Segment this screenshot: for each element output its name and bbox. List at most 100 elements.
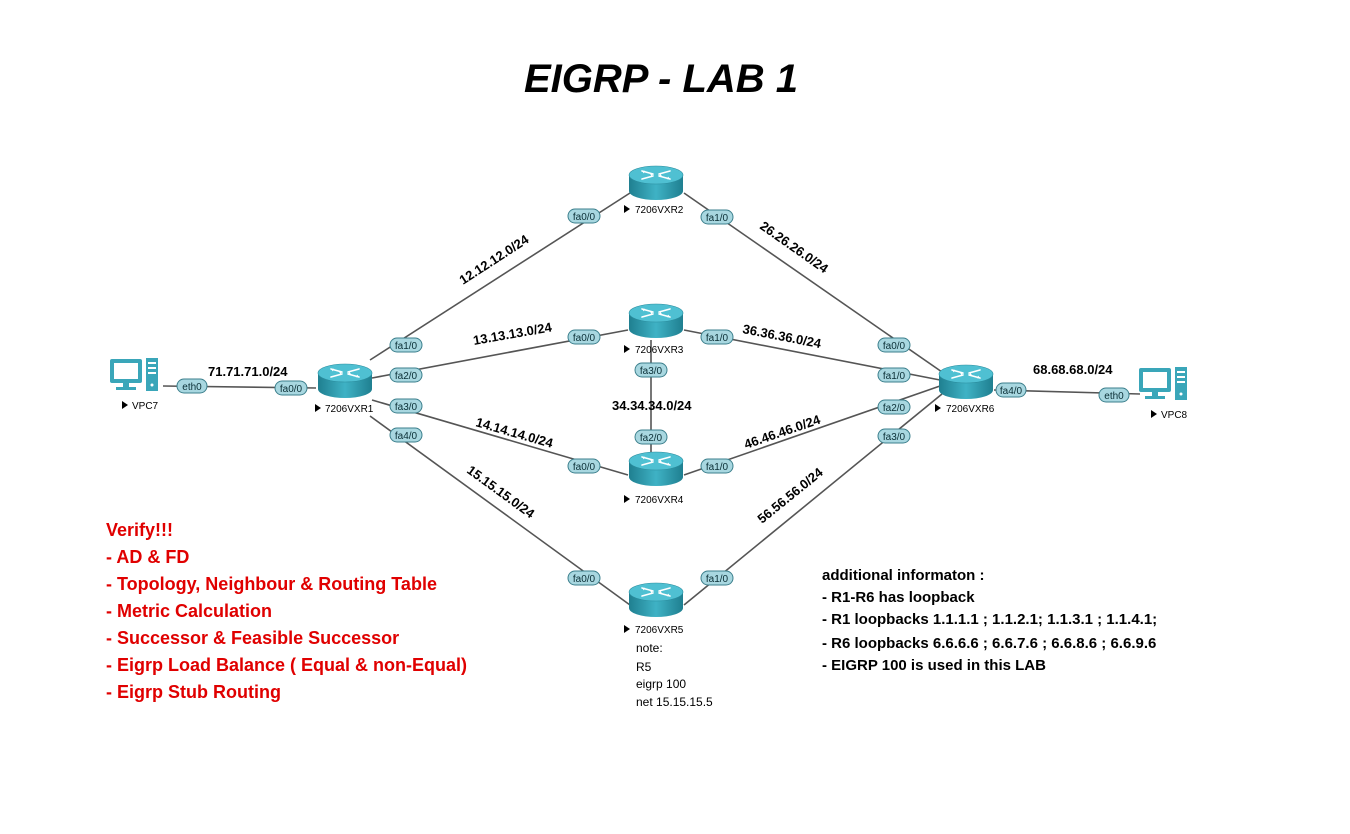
port-r4-fa1-0[interactable]: fa1/0 — [700, 458, 734, 474]
subnet-label-vpc7-r1: 71.71.71.0/24 — [208, 364, 288, 379]
router-icon — [628, 165, 684, 201]
svg-text:fa0/0: fa0/0 — [280, 384, 303, 395]
port-r6-fa4-0[interactable]: fa4/0 — [995, 382, 1027, 398]
port-r1-fa0-0[interactable]: fa0/0 — [274, 380, 308, 396]
port-r5-fa0-0[interactable]: fa0/0 — [567, 570, 601, 586]
port-r4-fa2-0[interactable]: fa2/0 — [634, 429, 668, 445]
additional-info: additional informaton : - R1-R6 has loop… — [822, 567, 1157, 674]
subnet-label-r1-r3: 13.13.13.0/24 — [472, 319, 554, 348]
svg-text:fa0/0: fa0/0 — [573, 574, 596, 585]
routers: 7206VXR1 7206VXR2 7206VXR3 7206VXR4 7206… — [315, 165, 995, 636]
router-label: 7206VXR4 — [635, 495, 684, 506]
svg-text:fa3/0: fa3/0 — [395, 402, 418, 413]
subnet-label-r2-r6: 26.26.26.0/24 — [757, 218, 831, 276]
svg-text:fa3/0: fa3/0 — [883, 432, 906, 443]
play-triangle-icon — [122, 401, 128, 409]
host-label: VPC8 — [1161, 410, 1188, 421]
play-triangle-icon — [315, 404, 321, 412]
svg-text:fa3/0: fa3/0 — [640, 366, 663, 377]
port-r5-fa1-0[interactable]: fa1/0 — [700, 570, 734, 586]
port-r2-fa1-0[interactable]: fa1/0 — [700, 209, 734, 225]
router-label: 7206VXR6 — [946, 404, 995, 415]
svg-text:fa0/0: fa0/0 — [573, 212, 596, 223]
router-r5[interactable]: 7206VXR5 — [624, 582, 684, 636]
port-r1-fa3-0[interactable]: fa3/0 — [389, 398, 423, 414]
port-r6-fa0-0[interactable]: fa0/0 — [877, 337, 911, 353]
svg-text:fa1/0: fa1/0 — [706, 574, 729, 585]
svg-text:fa4/0: fa4/0 — [395, 431, 418, 442]
svg-text:fa1/0: fa1/0 — [706, 213, 729, 224]
ports: eth0 fa0/0 fa1/0 fa0/0 fa2/0 fa0/0 fa3/0… — [176, 208, 1130, 586]
router-r2[interactable]: 7206VXR2 — [624, 165, 684, 216]
verify-item: - Successor & Feasible Successor — [106, 628, 399, 648]
svg-text:fa2/0: fa2/0 — [395, 371, 418, 382]
play-triangle-icon — [624, 625, 630, 633]
r5-note: note: R5 eigrp 100 net 15.15.15.5 — [636, 641, 713, 709]
host-vpc8[interactable]: VPC8 — [1139, 367, 1188, 421]
router-label: 7206VXR2 — [635, 205, 684, 216]
port-r1-fa2-0[interactable]: fa2/0 — [389, 367, 423, 383]
router-r6[interactable]: 7206VXR6 — [935, 364, 995, 415]
port-r4-fa0-0[interactable]: fa0/0 — [567, 458, 601, 474]
computer-icon — [110, 358, 158, 391]
svg-text:eth0: eth0 — [182, 382, 202, 393]
port-vpc8-eth0[interactable]: eth0 — [1098, 387, 1130, 403]
router-icon — [317, 363, 373, 399]
info-heading: additional informaton : — [822, 567, 985, 584]
host-vpc7[interactable]: VPC7 — [110, 358, 159, 412]
note-line: note: — [636, 641, 663, 655]
play-triangle-icon — [624, 205, 630, 213]
router-r1[interactable]: 7206VXR1 — [315, 363, 374, 415]
router-icon — [628, 303, 684, 339]
port-r3-fa1-0[interactable]: fa1/0 — [700, 329, 734, 345]
info-item: - EIGRP 100 is used in this LAB — [822, 657, 1046, 674]
play-triangle-icon — [935, 404, 941, 412]
verify-list: Verify!!! - AD & FD - Topology, Neighbou… — [106, 520, 467, 702]
verify-item: - Eigrp Stub Routing — [106, 682, 281, 702]
info-item: - R1 loopbacks 1.1.1.1 ; 1.1.2.1; 1.1.3.… — [822, 611, 1157, 628]
info-item: - R1-R6 has loopback — [822, 589, 975, 606]
note-line: net 15.15.15.5 — [636, 695, 713, 709]
play-triangle-icon — [624, 345, 630, 353]
port-r6-fa2-0[interactable]: fa2/0 — [877, 399, 911, 415]
svg-text:fa0/0: fa0/0 — [883, 341, 906, 352]
router-icon — [628, 451, 684, 487]
port-r1-fa4-0[interactable]: fa4/0 — [389, 427, 423, 443]
verify-item: - Eigrp Load Balance ( Equal & non-Equal… — [106, 655, 467, 675]
port-vpc7-eth0[interactable]: eth0 — [176, 378, 208, 394]
svg-text:fa4/0: fa4/0 — [1000, 386, 1023, 397]
play-triangle-icon — [624, 495, 630, 503]
verify-item: - Topology, Neighbour & Routing Table — [106, 574, 437, 594]
subnet-label-r1-r2: 12.12.12.0/24 — [456, 231, 532, 287]
router-icon — [938, 364, 994, 400]
subnet-label-r6-vpc8: 68.68.68.0/24 — [1033, 362, 1113, 377]
svg-text:fa1/0: fa1/0 — [883, 371, 906, 382]
verify-item: - Metric Calculation — [106, 601, 272, 621]
svg-text:fa2/0: fa2/0 — [883, 403, 906, 414]
svg-text:fa1/0: fa1/0 — [395, 341, 418, 352]
port-r1-fa1-0[interactable]: fa1/0 — [389, 337, 423, 353]
port-r3-fa3-0[interactable]: fa3/0 — [634, 362, 668, 378]
subnet-label-r3-r6: 36.36.36.0/24 — [741, 321, 823, 351]
page-title: EIGRP - LAB 1 — [524, 57, 798, 101]
svg-text:eth0: eth0 — [1104, 391, 1124, 402]
svg-text:fa1/0: fa1/0 — [706, 333, 729, 344]
hosts: VPC7 VPC8 — [110, 358, 1188, 421]
port-r2-fa0-0[interactable]: fa0/0 — [567, 208, 601, 224]
svg-text:fa0/0: fa0/0 — [573, 462, 596, 473]
port-r6-fa1-0[interactable]: fa1/0 — [877, 367, 911, 383]
svg-text:fa0/0: fa0/0 — [573, 333, 596, 344]
port-r6-fa3-0[interactable]: fa3/0 — [877, 428, 911, 444]
router-label: 7206VXR3 — [635, 345, 684, 356]
router-label: 7206VXR5 — [635, 625, 684, 636]
computer-icon — [1139, 367, 1187, 400]
svg-text:fa2/0: fa2/0 — [640, 433, 663, 444]
host-label: VPC7 — [132, 401, 159, 412]
port-r3-fa0-0[interactable]: fa0/0 — [567, 329, 601, 345]
router-icon — [628, 582, 684, 618]
svg-text:fa1/0: fa1/0 — [706, 462, 729, 473]
router-r3[interactable]: 7206VXR3 — [624, 303, 684, 356]
router-r4[interactable]: 7206VXR4 — [624, 451, 684, 506]
play-triangle-icon — [1151, 410, 1157, 418]
